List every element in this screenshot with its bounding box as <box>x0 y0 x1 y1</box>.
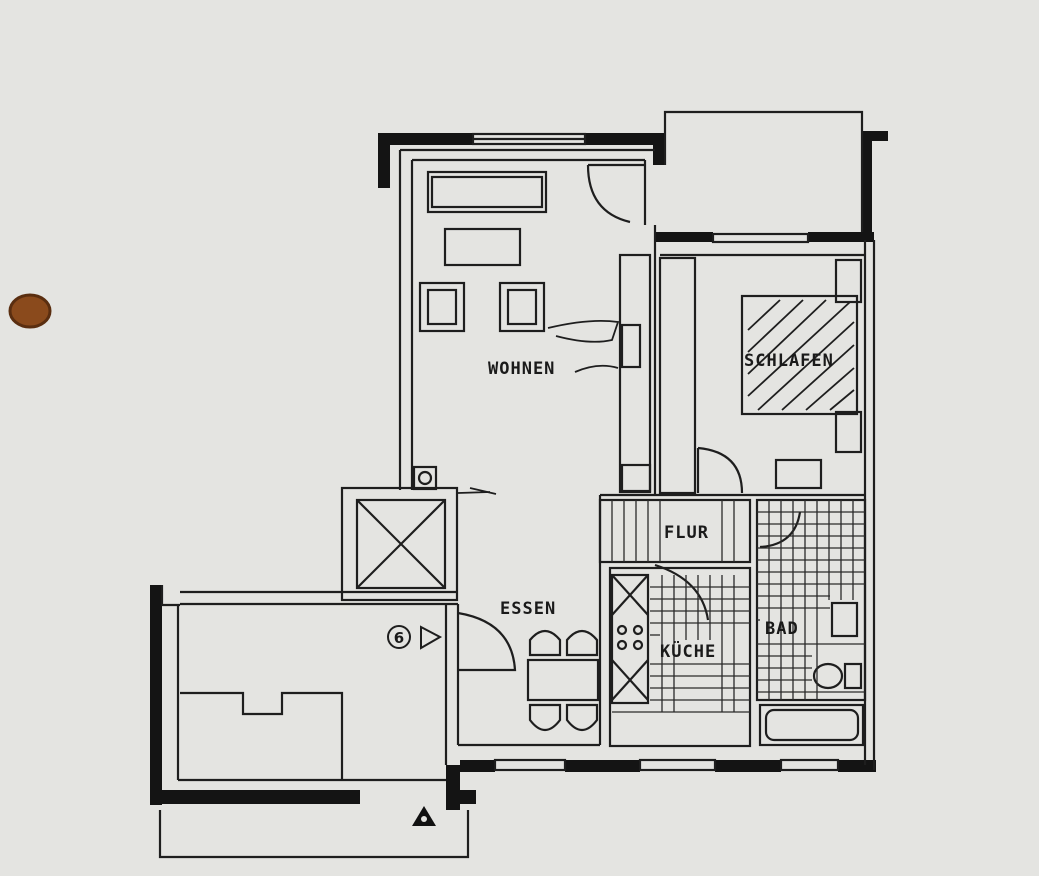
walls-thin <box>158 110 876 859</box>
label-flur: FLUR <box>664 523 709 543</box>
marker-number: 6 <box>394 629 404 647</box>
label-kueche: KÜCHE <box>660 640 716 662</box>
kueche-tile-grid <box>612 575 750 713</box>
label-essen: ESSEN <box>500 599 556 619</box>
label-bad: BAD <box>765 619 799 639</box>
label-wohnen: WOHNEN <box>488 359 555 379</box>
flur-floor-pattern <box>598 498 752 564</box>
thick-walls <box>150 131 888 810</box>
pen-scribble <box>457 319 620 495</box>
marker-circle <box>387 625 411 649</box>
bed-hatching <box>747 299 855 411</box>
entry-dot <box>421 816 427 822</box>
label-schlafen: SCHLAFEN <box>744 351 834 371</box>
marker-arrow-icon <box>420 625 443 650</box>
bad-tile-grid <box>755 498 867 702</box>
punch-hole <box>8 293 52 329</box>
